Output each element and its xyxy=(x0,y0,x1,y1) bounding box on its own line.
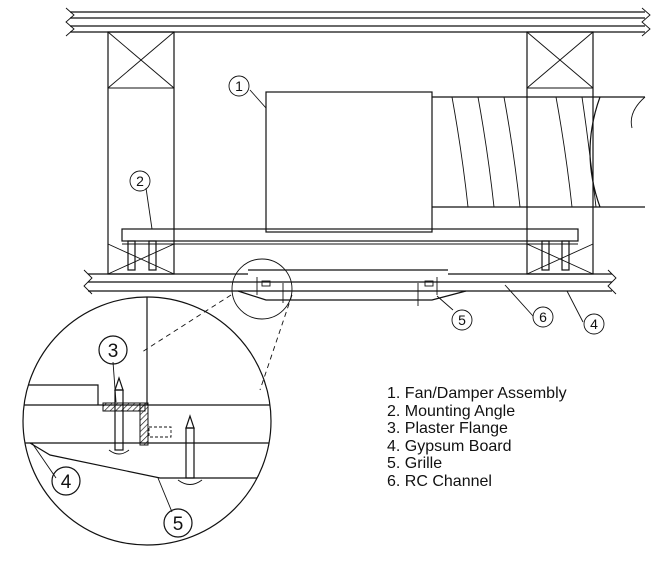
mounting-angle xyxy=(121,228,579,245)
svg-text:3: 3 xyxy=(108,341,119,362)
detail-leader-right xyxy=(259,294,293,391)
legend-item-rc-channel: 6. RC Channel xyxy=(387,472,492,490)
detail-callout-5: 5 xyxy=(163,508,193,538)
round-duct xyxy=(589,96,646,208)
callout-2: 2 xyxy=(129,170,151,192)
flex-duct xyxy=(432,96,600,208)
legend: 1. Fan/Damper Assembly 2. Mounting Angle… xyxy=(387,385,567,490)
right-wood-post xyxy=(526,31,594,275)
legend-item-plaster-flange: 3. Plaster Flange xyxy=(387,420,508,437)
detail-callout-4: 4 xyxy=(51,466,81,496)
fan-damper-assembly xyxy=(265,91,433,233)
callout-1: 1 xyxy=(228,75,250,97)
svg-text:5: 5 xyxy=(173,514,184,535)
svg-text:4: 4 xyxy=(61,472,72,493)
callout-4: 4 xyxy=(583,313,605,335)
legend-item-gypsum-board: 4. Gypsum Board xyxy=(387,437,512,455)
callout-5: 5 xyxy=(451,309,473,331)
fasteners xyxy=(256,277,438,306)
grille xyxy=(237,290,467,301)
svg-text:2: 2 xyxy=(136,173,144,189)
detail-marker-circle xyxy=(231,258,293,320)
legend-item-grille: 5. Grille xyxy=(387,455,443,472)
callout-6: 6 xyxy=(532,306,554,328)
callout-leaders xyxy=(145,89,584,323)
legend-item-mounting-angle: 2. Mounting Angle xyxy=(387,402,516,420)
legend-item-fan-damper: 1. Fan/Damper Assembly xyxy=(387,385,567,402)
svg-text:4: 4 xyxy=(590,316,598,332)
mounting-brackets xyxy=(127,240,570,271)
detail-callout-3: 3 xyxy=(98,335,128,365)
svg-text:1: 1 xyxy=(235,78,243,94)
svg-text:5: 5 xyxy=(458,312,466,328)
gypsum-board-ceiling xyxy=(83,269,617,295)
detail-view xyxy=(22,296,272,546)
left-wood-post xyxy=(107,31,175,275)
svg-text:6: 6 xyxy=(539,309,547,325)
